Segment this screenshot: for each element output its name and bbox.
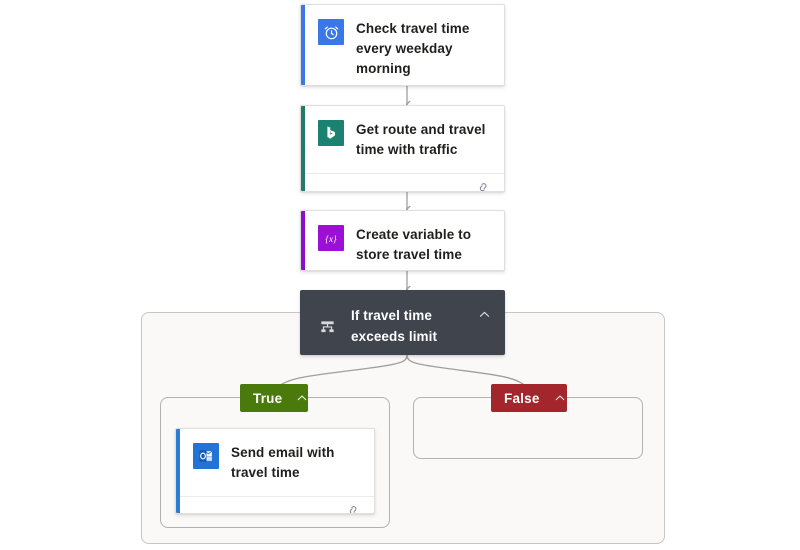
card-footer	[180, 496, 374, 513]
chevron-up-icon[interactable]	[553, 390, 567, 406]
control-branch-icon	[314, 314, 340, 340]
card-title: Create variable to store travel time	[356, 227, 472, 262]
card-title: If travel time exceeds limit	[351, 308, 438, 344]
chevron-up-icon[interactable]	[475, 305, 493, 323]
branch-label: True	[253, 390, 283, 406]
variable-braces-icon: {x}	[318, 225, 344, 251]
flow-card-send-email[interactable]: Send email with travel time	[175, 428, 375, 514]
link-chain-icon[interactable]	[346, 503, 361, 513]
alarm-clock-icon	[318, 19, 344, 45]
svg-text:{x}: {x}	[325, 233, 337, 243]
flow-card-condition[interactable]: If travel time exceeds limit	[300, 290, 505, 355]
card-title: Get route and travel time with traffic	[356, 122, 486, 157]
card-title: Check travel time every weekday morning	[356, 21, 470, 76]
card-body: {x} Create variable to store travel time	[301, 211, 504, 270]
branch-label: False	[504, 390, 540, 406]
link-chain-icon[interactable]	[476, 180, 491, 191]
card-accent-bar	[301, 211, 305, 270]
false-branch-pill[interactable]: False	[491, 384, 567, 412]
card-accent-bar	[301, 5, 305, 85]
card-body: Check travel time every weekday morning	[301, 5, 504, 85]
chevron-up-icon[interactable]	[295, 390, 309, 406]
flow-card-bing-maps[interactable]: Get route and travel time with traffic	[300, 105, 505, 192]
true-branch-pill[interactable]: True	[240, 384, 308, 412]
card-body: Send email with travel time	[176, 429, 374, 496]
flow-card-init-variable[interactable]: {x} Create variable to store travel time	[300, 210, 505, 271]
card-title: Send email with travel time	[231, 445, 335, 480]
flow-card-trigger[interactable]: Check travel time every weekday morning	[300, 4, 505, 86]
card-accent-bar	[176, 429, 180, 513]
card-accent-bar	[301, 106, 305, 191]
outlook-icon	[193, 443, 219, 469]
card-footer	[305, 173, 504, 191]
bing-icon	[318, 120, 344, 146]
card-body: Get route and travel time with traffic	[301, 106, 504, 173]
